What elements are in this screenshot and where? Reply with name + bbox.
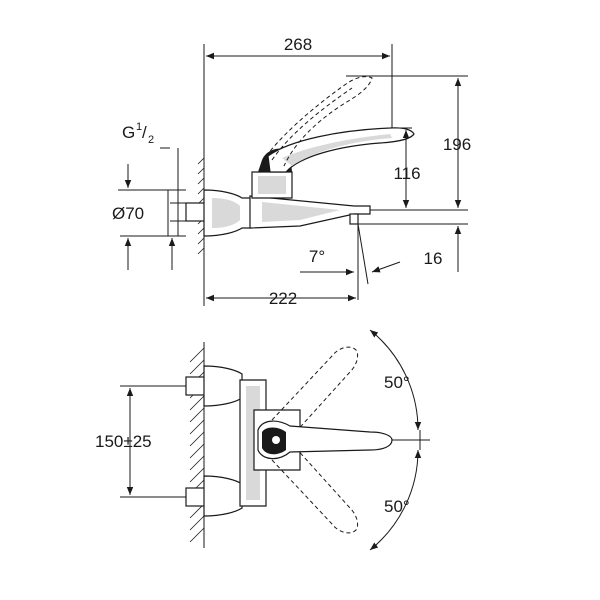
- side-view: 268 196 116 16 7°: [112, 35, 471, 308]
- inlet-pipe-side: [170, 202, 209, 222]
- inlet-lower-top: [185, 475, 243, 517]
- lever-handle-raised-side: [261, 76, 373, 167]
- dim-thread-slash: /: [142, 123, 147, 142]
- wall-top: [189, 342, 205, 548]
- lever-handle-side: [267, 127, 415, 173]
- dim-overall-length: 268: [203, 35, 393, 150]
- dim-diameter-label: Ø70: [112, 204, 144, 223]
- dim-thread-numerator: 1: [136, 121, 142, 133]
- swing-arcs: 50° 50°: [369, 329, 430, 551]
- lever-swing-up: [271, 346, 359, 435]
- dim-swing-down-label: 50°: [384, 497, 410, 516]
- dim-spout-height: 116: [392, 127, 421, 208]
- dim-total-height: 196: [346, 75, 471, 211]
- dim-spout-reach-label: 222: [269, 289, 297, 308]
- dim-overall-length-label: 268: [284, 35, 312, 54]
- inlet-upper-top: [185, 365, 243, 407]
- dim-spout-offset: 16: [358, 223, 468, 272]
- dim-thread-denominator: 2: [148, 134, 154, 146]
- dim-total-height-label: 196: [443, 135, 471, 154]
- dim-thread: G 1 / 2: [118, 121, 186, 236]
- dim-diameter: Ø70: [112, 190, 186, 270]
- dim-spout-height-label: 116: [393, 164, 420, 183]
- dim-swing-up-label: 50°: [384, 373, 410, 392]
- dim-centers: 150±25: [95, 385, 186, 498]
- dim-thread-prefix: G: [122, 123, 135, 142]
- dim-centers-label: 150±25: [95, 432, 152, 451]
- dim-angle: 7°: [300, 223, 401, 300]
- dim-spout-reach: 222: [203, 262, 356, 308]
- mixer-body-side: [203, 189, 253, 237]
- lever-swing-down: [271, 445, 359, 534]
- spout-side: [249, 195, 371, 229]
- top-view: 50° 50° 150±25: [95, 329, 430, 551]
- dim-angle-label: 7°: [309, 247, 325, 266]
- lever-handle-top: [257, 420, 393, 460]
- dim-spout-offset-label: 16: [424, 249, 443, 268]
